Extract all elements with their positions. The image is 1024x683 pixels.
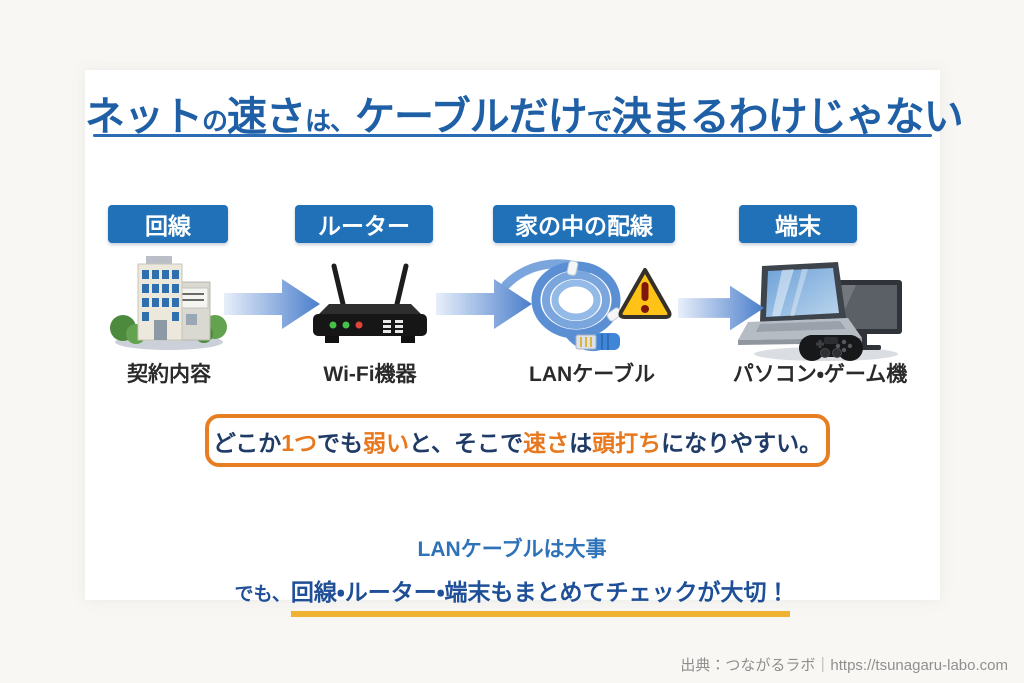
title-segment: ネット: [85, 95, 203, 139]
callout-segment: 弱い: [363, 429, 409, 456]
callout-segment: 頭打ち: [592, 429, 662, 456]
lan-cable-icon: [501, 259, 672, 352]
step-label-router: ルーター: [295, 205, 433, 243]
title-segment: は、: [305, 106, 356, 136]
arrow-right-icon: [436, 279, 532, 329]
step-caption-wifi: Wi-Fi機器: [323, 363, 417, 386]
callout-segment: 速さ: [523, 429, 570, 456]
router-icon: [313, 263, 427, 343]
callout-segment: 1つ: [281, 429, 317, 456]
callout-text: どこか1つでも弱いと、そこで速さは頭打ちになりやすい。: [213, 424, 822, 458]
callout-segment: でも: [317, 429, 363, 456]
laptop: [738, 262, 862, 345]
step-caption-pc-game: パソコン・ゲーム機: [732, 363, 908, 386]
title-segment: で: [586, 106, 613, 136]
conclusion-line2-main: 回線・ルーター・端末もまとめてチェックが大切！: [290, 573, 790, 617]
step-label-line: 回線: [108, 205, 228, 243]
callout-box: どこか1つでも弱いと、そこで速さは頭打ちになりやすい。: [205, 414, 830, 467]
title-segment: 決まるわけじゃない: [611, 95, 964, 139]
arrow-right-icon: [224, 279, 320, 329]
title-segment: の: [202, 106, 228, 136]
step-caption-lan: LANケーブル: [529, 363, 655, 386]
source-attribution: 出典：つながるラボ｜https://tsunagaru-labo.com: [680, 657, 1008, 674]
gamepad: [799, 335, 863, 361]
callout-segment: と、そこで: [409, 429, 524, 456]
step-label-wiring: 家の中の配線: [493, 205, 675, 243]
conclusion-line2: でも、回線・ルーター・端末もまとめてチェックが大切！: [0, 573, 1024, 617]
step-label-device: 端末: [739, 205, 857, 243]
step-caption-contract: 契約内容: [127, 363, 211, 386]
callout-segment: は: [569, 429, 593, 456]
arrow-right-icon: [678, 285, 764, 331]
title-underline: [93, 134, 932, 137]
conclusion-line1: LANケーブルは大事: [417, 538, 607, 561]
page-title: ネットの速さは、ケーブルだけで決まるわけじゃない: [85, 84, 964, 142]
devices-icon: [738, 262, 902, 361]
building-icon: [110, 256, 227, 350]
title-segment: 速さ: [227, 95, 306, 139]
title-segment: ケーブルだけ: [355, 95, 588, 139]
callout-segment: になりやすい。: [661, 429, 823, 456]
callout-segment: どこか: [212, 429, 282, 456]
warning-triangle-icon: [618, 268, 672, 319]
conclusion-line2-prefix: でも、: [234, 584, 291, 605]
